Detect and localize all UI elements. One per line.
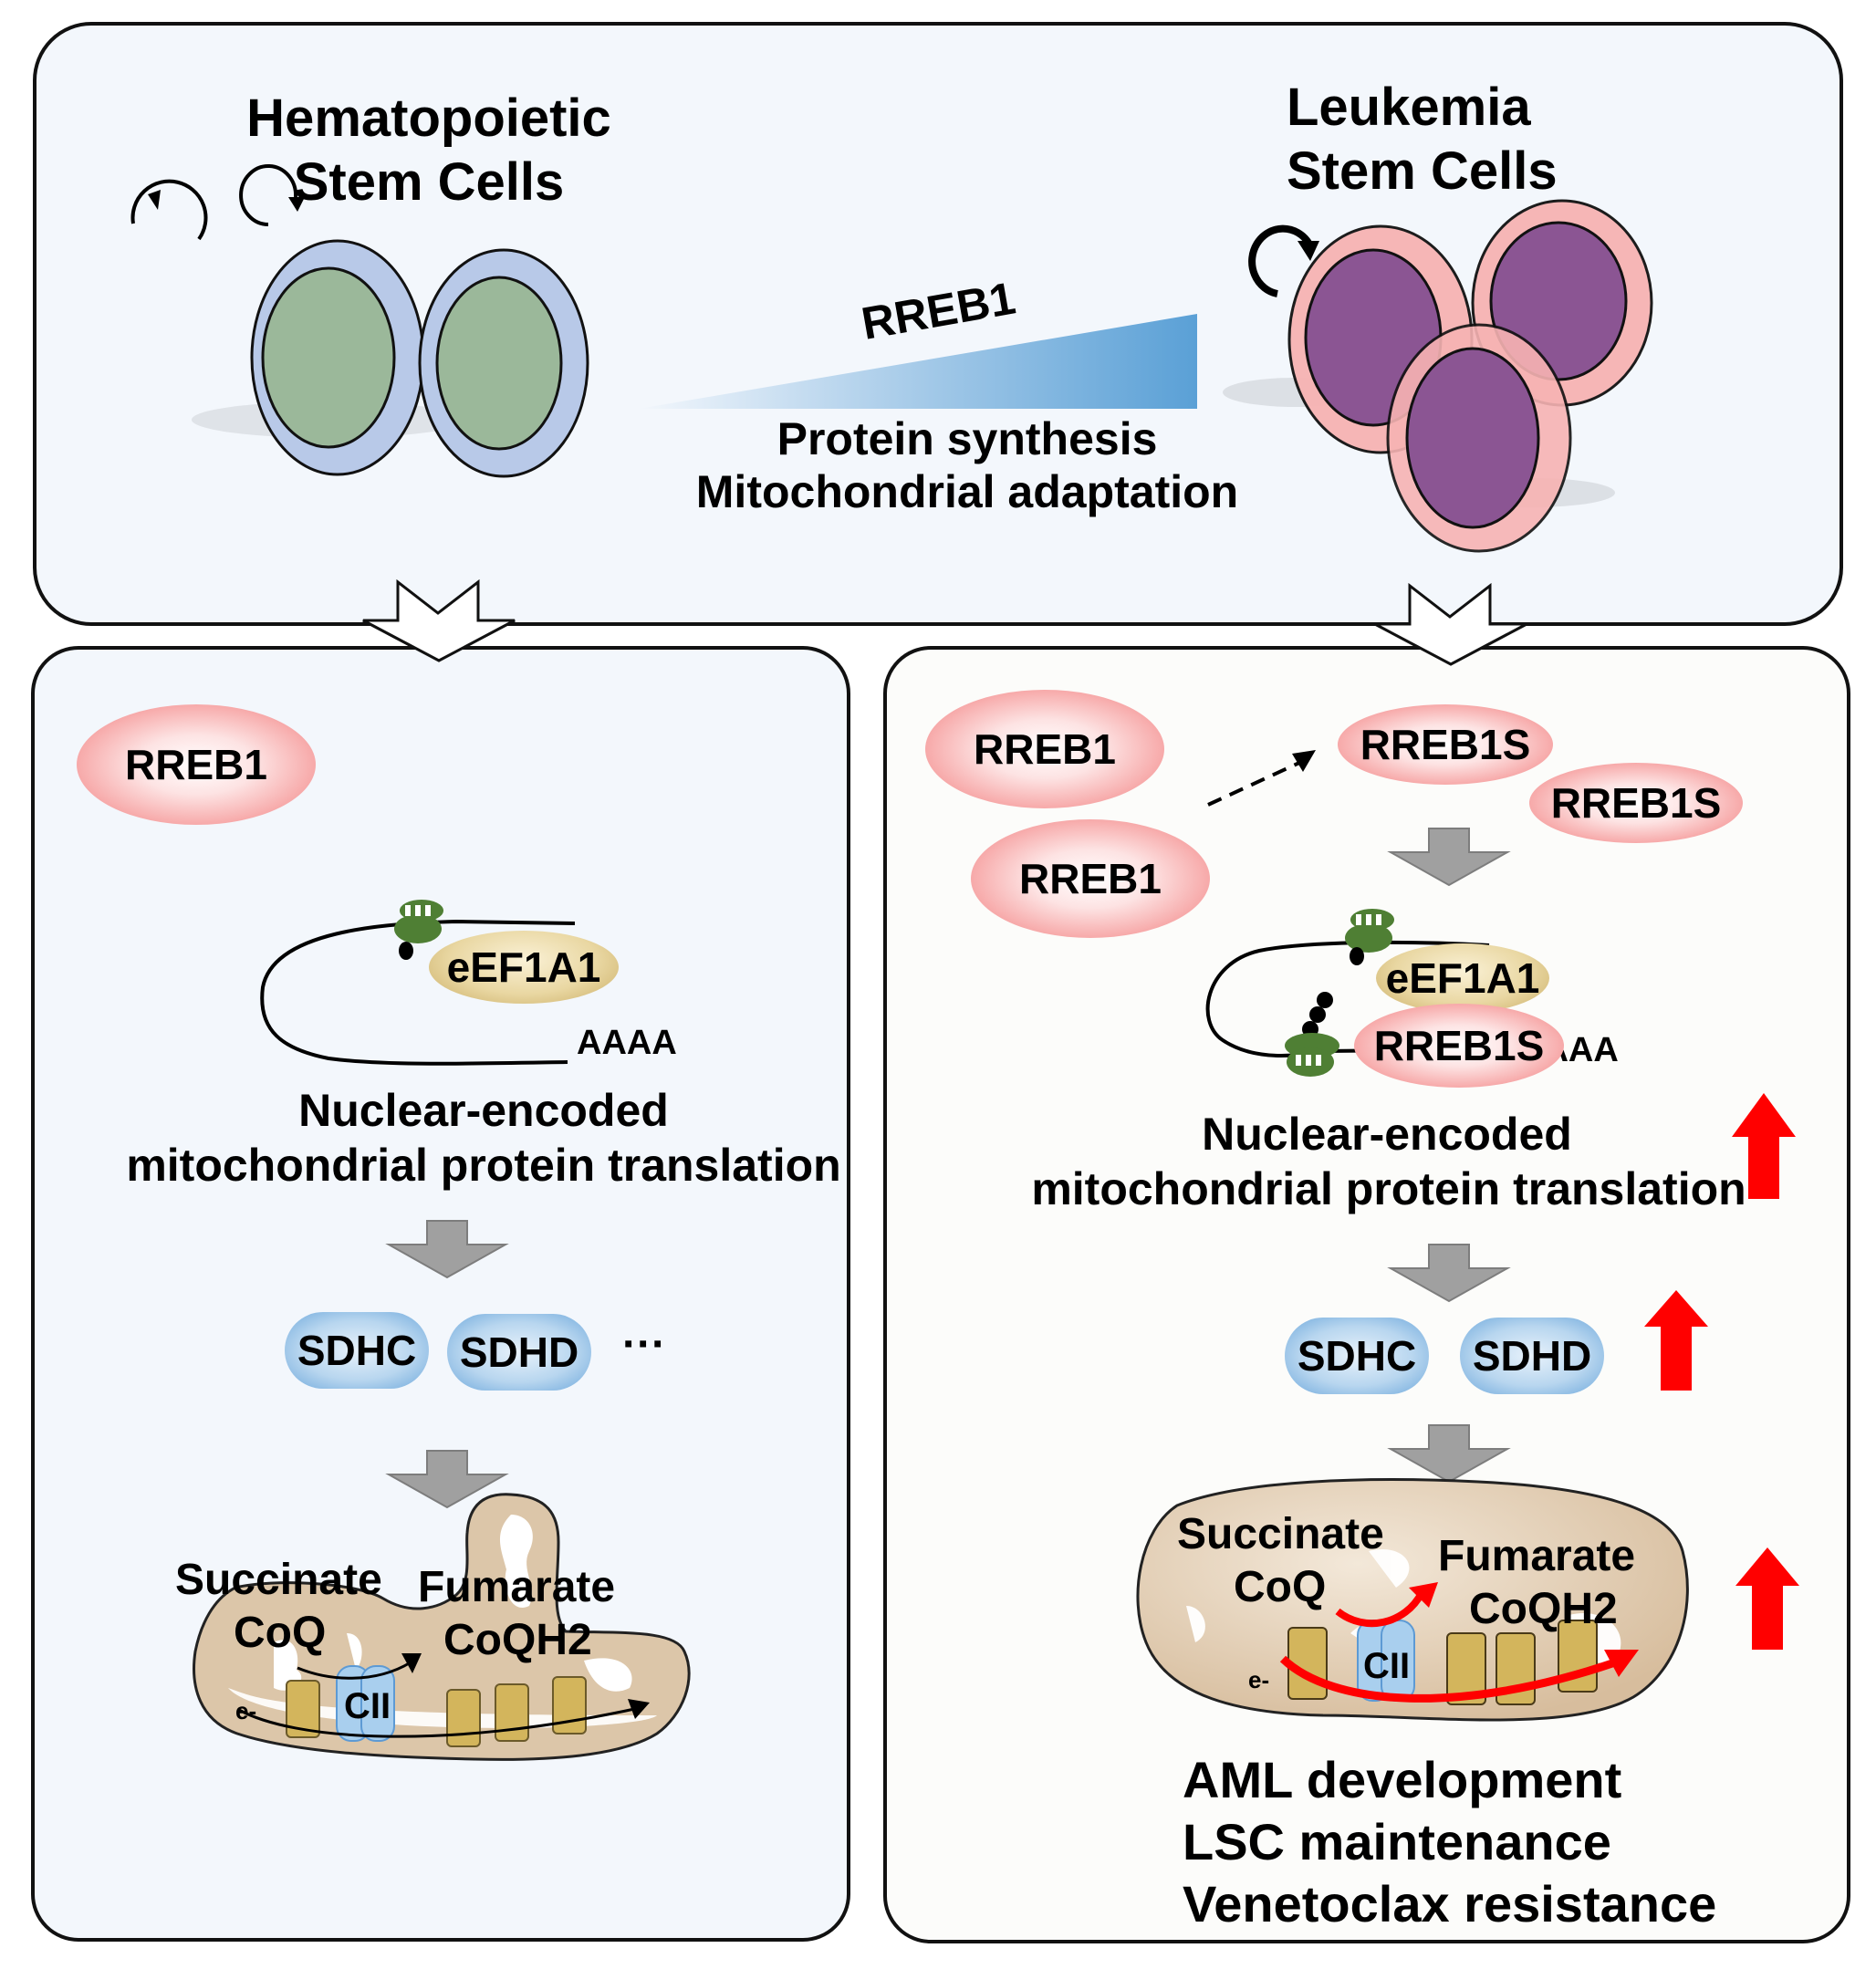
hsc-title-line2: Stem Cells <box>293 152 565 212</box>
left-translation-line1: Nuclear-encoded <box>298 1085 669 1136</box>
hsc-self-renewal-icon <box>130 179 208 241</box>
left-succinate-label: Succinate <box>175 1556 382 1604</box>
effect-line1: Protein synthesis <box>776 413 1158 464</box>
right-increase-arrow-1-icon <box>1732 1093 1796 1199</box>
lsc-self-renewal-arrow-icon <box>1248 224 1319 297</box>
outcome-aml-development: AML development <box>1183 1751 1622 1808</box>
left-rreb1-protein: RREB1 <box>77 704 316 825</box>
left-translation-line2: mitochondrial protein translation <box>126 1140 841 1191</box>
outcome-venetoclax-resistance: Venetoclax resistance <box>1183 1875 1717 1933</box>
left-coqh2-label: CoQH2 <box>443 1616 592 1664</box>
hsc-self-renewal-arrowhead-icon <box>148 190 161 210</box>
left-flow-arrow-1-icon <box>385 1220 509 1279</box>
right-coqh2-label: CoQH2 <box>1469 1585 1618 1633</box>
effect-line2: Mitochondrial adaptation <box>695 466 1239 517</box>
right-sdhc-protein: SDHC <box>1285 1318 1429 1394</box>
right-sdhd-protein: SDHD <box>1460 1318 1604 1394</box>
right-succinate-arrow-icon <box>1335 1590 1425 1628</box>
right-fumarate-label: Fumarate <box>1438 1532 1636 1580</box>
right-flow-arrow-2-icon <box>1387 1244 1511 1303</box>
right-eef1a1-protein: eEF1A1 <box>1376 943 1549 1013</box>
right-increase-arrow-2-icon <box>1644 1290 1708 1391</box>
left-complex-ii-label: CII <box>344 1686 391 1726</box>
left-mrna-loop <box>260 919 576 1066</box>
right-aminoacid-dot <box>1350 947 1364 965</box>
right-rreb1s-protein-1: RREB1S <box>1338 704 1553 785</box>
hsc-title-line1: Hematopoietic <box>246 89 611 148</box>
left-more-ellipsis: ··· <box>622 1320 666 1369</box>
right-succinate-label: Succinate <box>1177 1510 1384 1558</box>
lsc-nucleus-3 <box>1405 347 1540 529</box>
transition-arrow-left-tip-icon <box>362 578 516 662</box>
hsc-cells <box>130 179 589 478</box>
right-ribosome-top-icon <box>1345 909 1394 953</box>
hsc-self-renewal-arrow-icon <box>239 164 305 226</box>
right-translation-line1: Nuclear-encoded <box>1202 1109 1572 1160</box>
right-flow-arrow-3-icon <box>1387 1424 1511 1484</box>
left-mitochondrion <box>193 1493 691 1761</box>
lsc-title-line1: Leukemia <box>1287 78 1531 137</box>
left-flow-arrow-2-icon <box>385 1450 509 1509</box>
right-rreb1-protein-2: RREB1 <box>971 819 1210 938</box>
hsc-nucleus-1 <box>261 266 396 449</box>
left-aminoacid-dot <box>399 942 413 960</box>
left-sdhd-protein: SDHD <box>447 1314 591 1391</box>
lsc-cells <box>1223 199 1653 553</box>
outcome-lsc-maintenance: LSC maintenance <box>1183 1813 1611 1870</box>
transition-arrow-right-tip-icon <box>1374 582 1527 666</box>
right-electron-label: e- <box>1248 1666 1270 1693</box>
cleavage-dashed-arrow-icon <box>1207 750 1316 807</box>
left-complex-ii-icon <box>336 1665 395 1742</box>
rreb1-gradient-wedge <box>639 314 1197 409</box>
left-eef1a1-protein: eEF1A1 <box>429 931 619 1004</box>
right-flow-arrow-1-icon <box>1387 828 1511 887</box>
lsc-title-line2: Stem Cells <box>1287 141 1558 201</box>
right-electron-arrow-icon <box>1279 1655 1617 1703</box>
left-succinate-arrow-icon <box>297 1661 412 1680</box>
left-polya-tail: AAAA <box>577 1024 677 1062</box>
left-fumarate-label: Fumarate <box>418 1563 616 1611</box>
right-bound-rreb1s-protein: RREB1S <box>1354 1004 1564 1088</box>
hsc-nucleus-2 <box>435 276 563 451</box>
right-ribosome-bottom-icon <box>1285 1033 1339 1077</box>
right-rreb1-protein-1: RREB1 <box>925 690 1164 808</box>
right-complex-ii-label: CII <box>1363 1646 1411 1686</box>
right-translation-line2: mitochondrial protein translation <box>1031 1163 1746 1214</box>
left-ribosome-icon <box>394 900 443 943</box>
left-sdhc-protein: SDHC <box>285 1312 429 1389</box>
left-coq-label: CoQ <box>234 1609 327 1657</box>
left-electron-label: e- <box>235 1697 257 1724</box>
right-increase-arrow-3-icon <box>1735 1547 1799 1650</box>
right-coq-label: CoQ <box>1234 1563 1327 1611</box>
left-electron-arrow-icon <box>238 1706 640 1738</box>
right-rreb1s-protein-2: RREB1S <box>1529 763 1743 843</box>
